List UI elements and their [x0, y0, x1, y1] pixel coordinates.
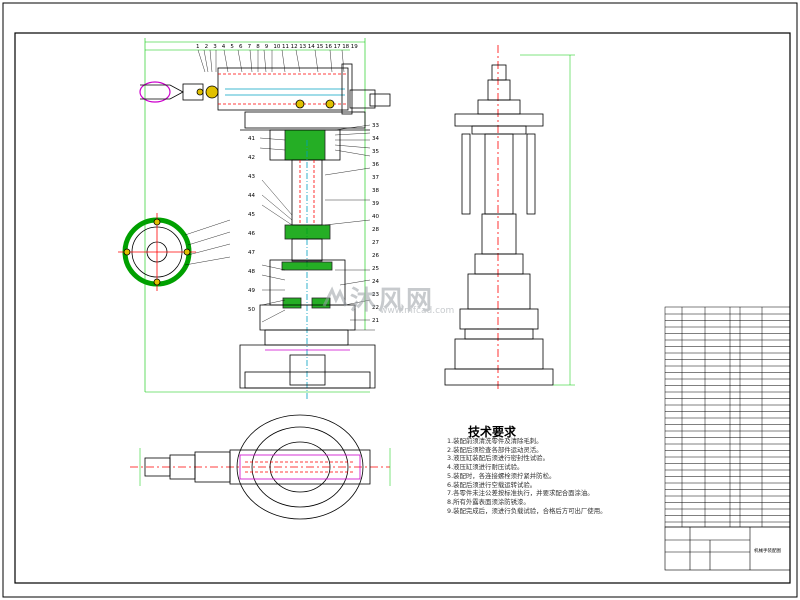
front-view-dimensions — [144, 38, 370, 393]
tech-requirement-item: 3.液压缸装配后须进行密封性试验。 — [447, 454, 549, 463]
callout-number: 10 — [273, 44, 280, 50]
callout-number: 42 — [248, 155, 255, 161]
tech-requirement-item: 1.装配前须清洗零件及清除毛刺。 — [447, 437, 543, 445]
callout-number: 36 — [372, 162, 379, 168]
front-view — [139, 38, 391, 400]
callout-number: 23 — [372, 292, 379, 298]
callout-number: 5 — [230, 44, 234, 50]
callout-number: 22 — [372, 305, 379, 311]
callout-number: 35 — [372, 149, 379, 155]
callout-number: 14 — [308, 44, 315, 50]
top-view — [130, 414, 391, 520]
callout-number: 46 — [248, 231, 255, 237]
parts-list — [664, 306, 791, 528]
callout-number: 4 — [222, 44, 226, 50]
callout-number: 26 — [372, 253, 379, 259]
callout-number: 19 — [351, 44, 358, 50]
gripper-jaw — [139, 81, 171, 103]
callout-number: 21 — [372, 318, 379, 324]
callout-number: 50 — [248, 307, 255, 313]
title-block — [664, 526, 791, 571]
callout-number: 15 — [316, 44, 323, 50]
callout-number: 28 — [372, 227, 379, 233]
callout-number: 40 — [372, 214, 379, 220]
watermark-logo-icon — [322, 285, 348, 307]
callout-number: 18 — [342, 44, 349, 50]
callout-number: 49 — [248, 288, 255, 294]
callout-number: 13 — [299, 44, 306, 50]
callout-number: 39 — [372, 201, 379, 207]
callout-number: 41 — [248, 136, 255, 142]
callout-numbers-left: 41 42 43 44 45 46 47 48 49 50 — [248, 136, 255, 313]
callout-number: 12 — [291, 44, 298, 50]
callout-number: 27 — [372, 240, 379, 246]
tech-requirement-item: 9.装配完成后，须进行负载试验，合格后方可出厂使用。 — [447, 506, 607, 515]
watermark: 沐风网 www.mfcad.com — [320, 280, 454, 317]
watermark-brand: 沐风网 — [350, 286, 435, 316]
callout-number: 1 — [196, 44, 200, 50]
tech-requirement-item: 7.各零件未注公差按标准执行，并要求配合面涂油。 — [447, 489, 594, 498]
callout-number: 9 — [265, 44, 269, 50]
callout-number: 47 — [248, 250, 255, 256]
callout-number: 48 — [248, 269, 255, 275]
callout-number: 11 — [282, 44, 289, 50]
callout-number: 38 — [372, 188, 379, 194]
callout-number: 24 — [372, 279, 379, 285]
callout-number: 8 — [256, 44, 260, 50]
tech-requirements-title: 技术要求 — [468, 425, 517, 439]
callout-number: 44 — [248, 193, 255, 199]
tech-requirement-item: 5.装配时，各连接螺栓须拧紧并防松。 — [447, 471, 556, 480]
callout-numbers-right: 33 34 35 36 37 38 39 40 28 27 26 25 24 23 22 21 — [372, 123, 379, 324]
drawing-name: 机械手装配图 — [754, 547, 781, 554]
callout-number: 37 — [372, 175, 379, 181]
callout-number: 6 — [239, 44, 243, 50]
tech-requirement-item: 8.所有外露表面须涂防锈漆。 — [447, 497, 530, 506]
callout-number: 3 — [213, 44, 217, 50]
callout-number: 16 — [325, 44, 332, 50]
callout-number: 43 — [248, 174, 255, 180]
tech-requirement-item: 2.装配后须检查各部件运动灵活。 — [447, 445, 543, 454]
arm-cylinder — [217, 67, 349, 111]
callout-number: 25 — [372, 266, 379, 272]
tech-requirement-item: 6.装配后须进行空载运转试验。 — [447, 480, 537, 489]
side-view — [444, 45, 575, 390]
shoulder-plate — [244, 111, 366, 129]
callout-number: 34 — [372, 136, 379, 142]
callout-number: 7 — [248, 44, 252, 50]
section-view-round — [118, 213, 231, 291]
top-leaders — [197, 49, 345, 73]
callout-number: 2 — [205, 44, 209, 50]
tech-requirements-list: 1.装配前须清洗零件及清除毛刺。 2.装配后须检查各部件运动灵活。 3.液压缸装… — [447, 437, 606, 515]
callout-number: 33 — [372, 123, 379, 129]
callout-number: 17 — [334, 44, 341, 50]
watermark-url: www.mfcad.com — [380, 306, 455, 316]
callout-number: 45 — [248, 212, 255, 218]
tech-requirement-item: 4.液压缸须进行耐压试验。 — [447, 463, 524, 472]
